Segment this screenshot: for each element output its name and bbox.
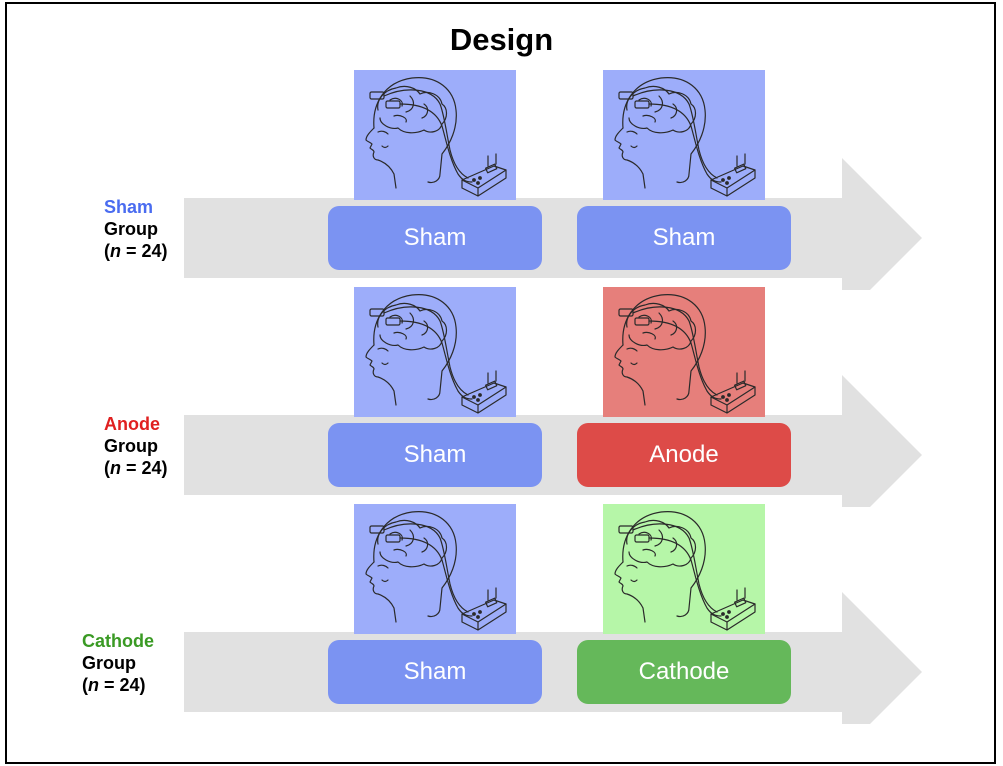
session-1-condition: Sham — [328, 423, 542, 487]
group-word: Group — [104, 436, 158, 456]
session-2-condition: Sham — [577, 206, 791, 270]
arrow-shape — [184, 158, 922, 290]
session-1-illustration — [354, 287, 516, 417]
group-size: (n = 24) — [104, 241, 168, 261]
session-2-illustration — [603, 287, 765, 417]
session-2-condition: Cathode — [577, 640, 791, 704]
head-with-tdcs-electrodes-icon — [354, 287, 516, 417]
figure-title: Design — [449, 22, 554, 57]
session-1-illustration — [354, 504, 516, 634]
session-2-condition: Anode — [577, 423, 791, 487]
head-with-tdcs-electrodes-icon — [603, 504, 765, 634]
session-2-illustration — [603, 504, 765, 634]
group-name: Anode — [104, 414, 160, 434]
session-2-illustration — [603, 70, 765, 200]
head-with-tdcs-electrodes-icon — [603, 70, 765, 200]
head-with-tdcs-electrodes-icon — [354, 504, 516, 634]
head-with-tdcs-electrodes-icon — [603, 287, 765, 417]
session-1-illustration — [354, 70, 516, 200]
session-1-condition: Sham — [328, 206, 542, 270]
group-word: Group — [104, 219, 158, 239]
arrow-shape — [184, 375, 922, 507]
arrow-shape — [184, 592, 922, 724]
group-name: Cathode — [82, 631, 154, 651]
group-size: (n = 24) — [82, 675, 146, 695]
group-word: Group — [82, 653, 136, 673]
session-1-condition: Sham — [328, 640, 542, 704]
group-size: (n = 24) — [104, 458, 168, 478]
head-with-tdcs-electrodes-icon — [354, 70, 516, 200]
group-name: Sham — [104, 197, 154, 217]
